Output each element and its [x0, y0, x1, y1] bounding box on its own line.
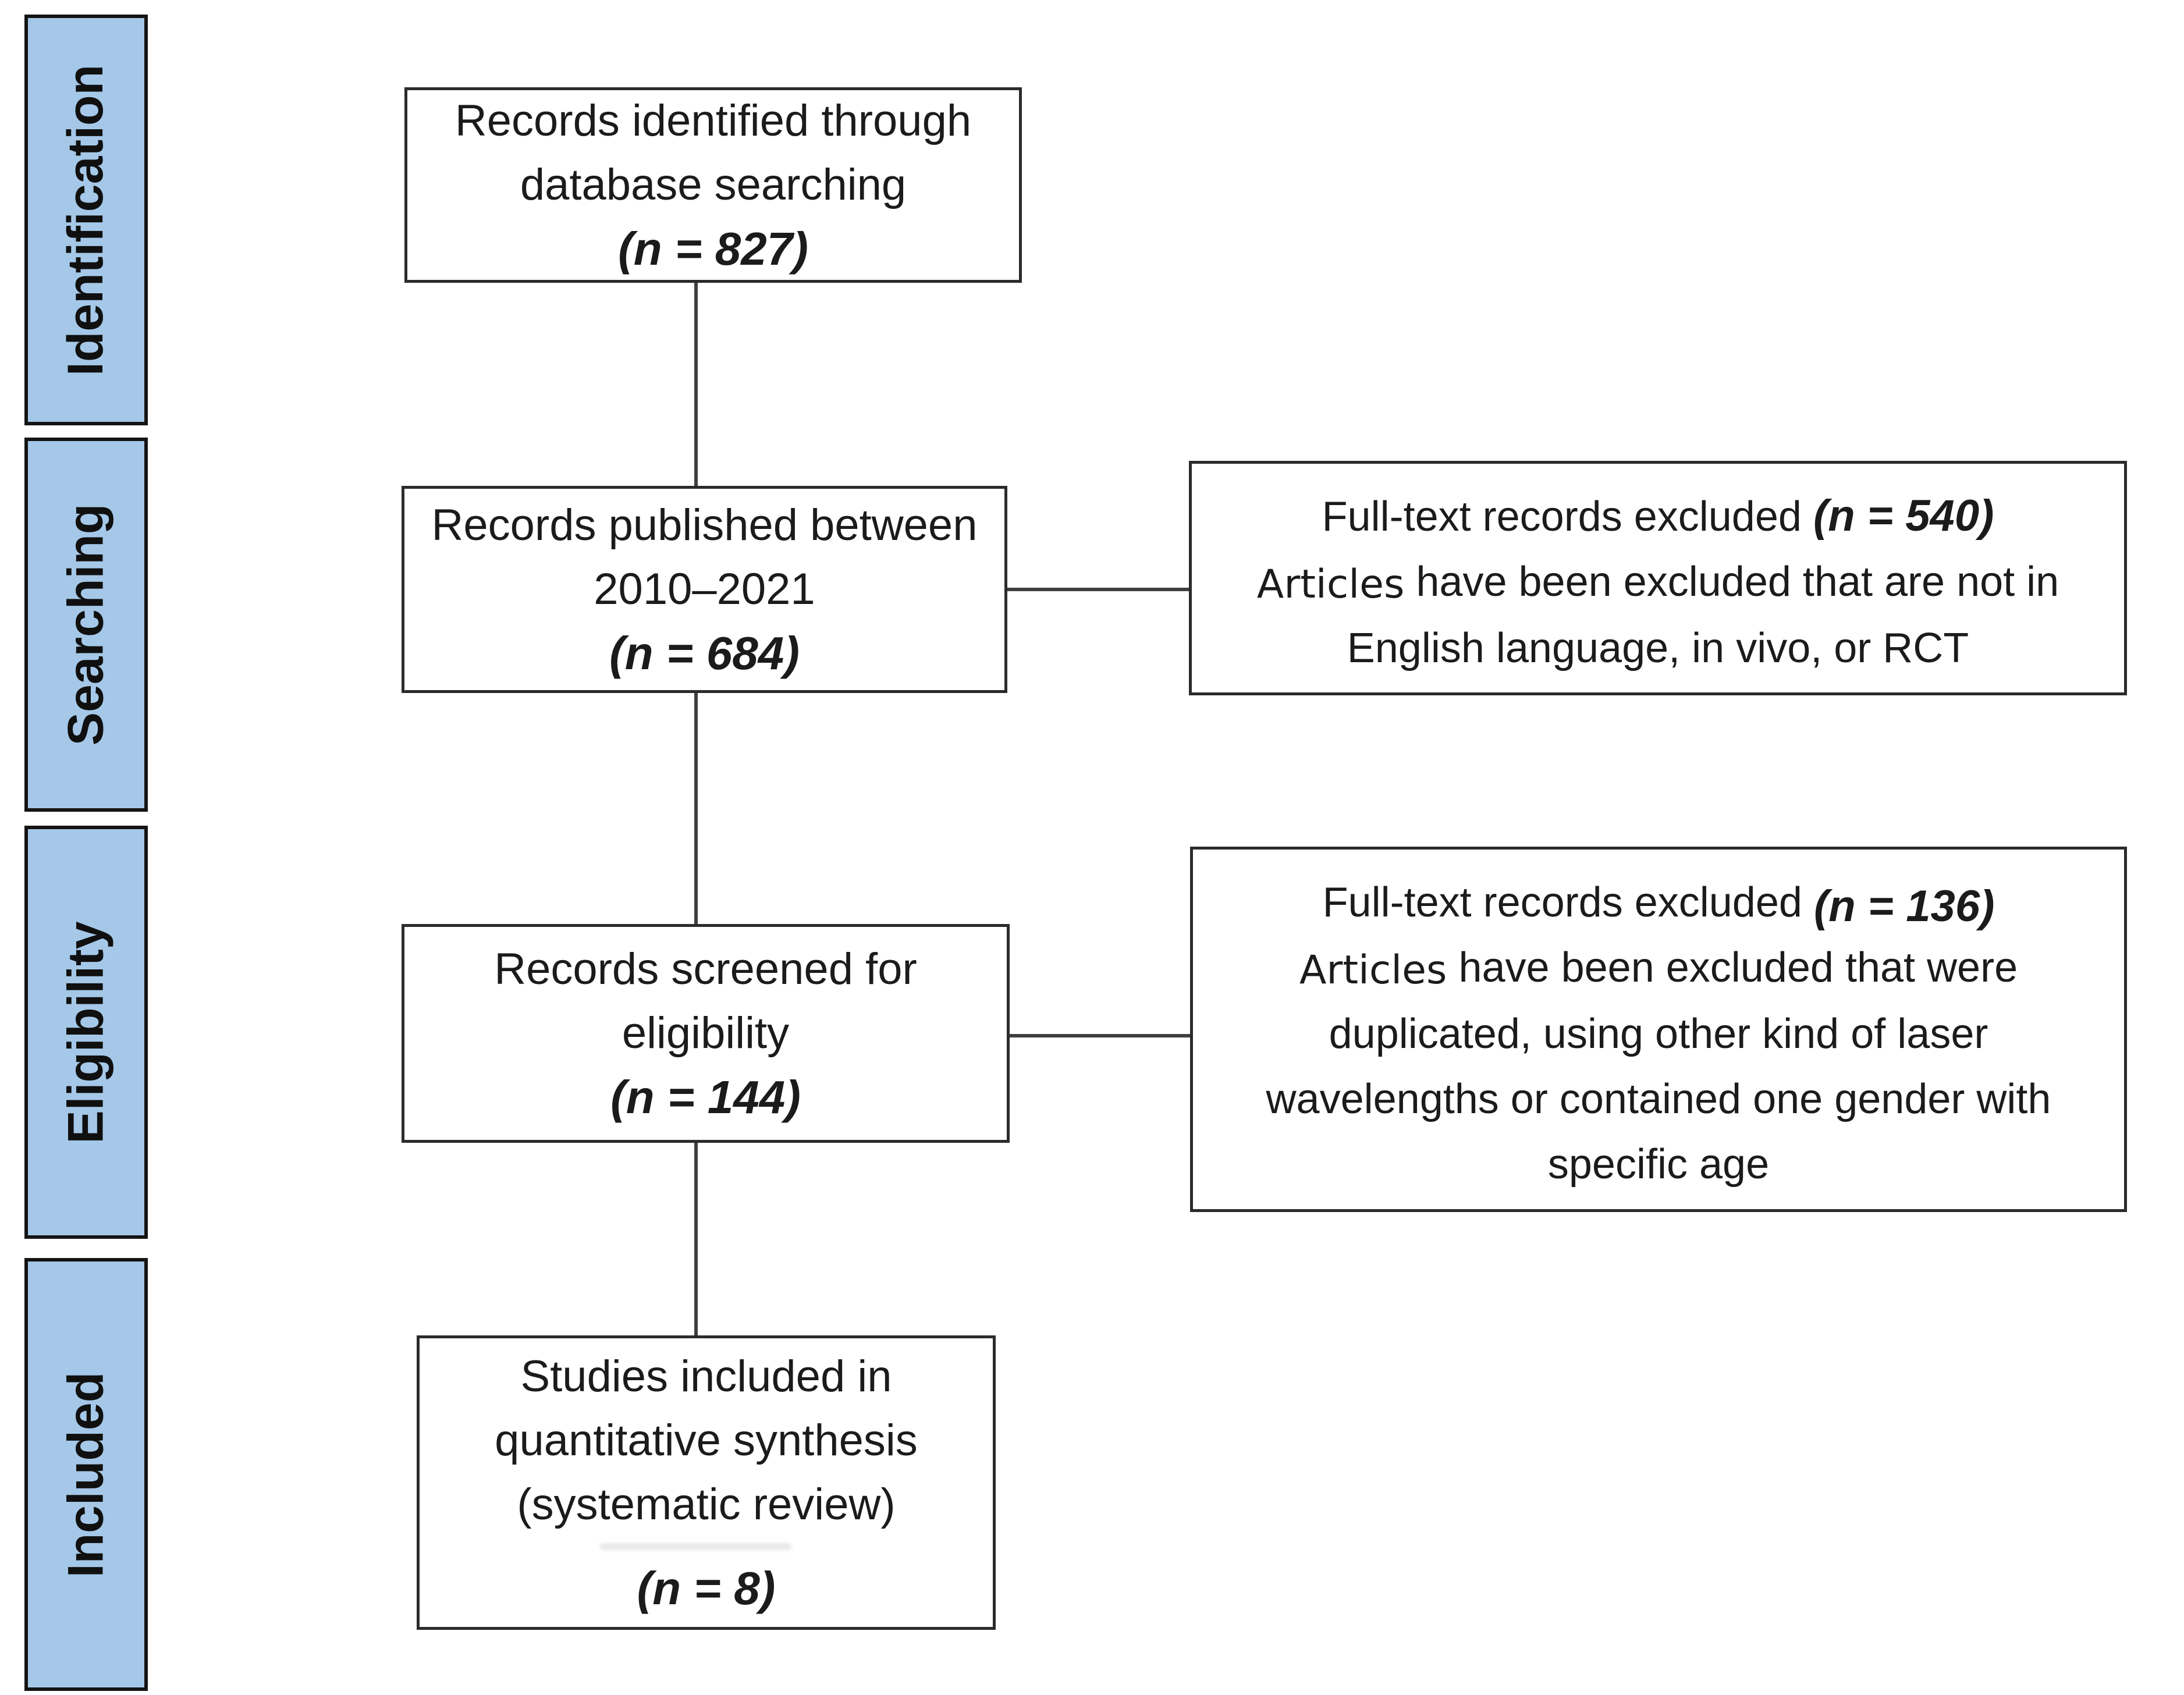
stage-included: Included — [24, 1258, 148, 1691]
excluded-540-count: (n = 540) — [1813, 491, 1994, 541]
excluded-136-reason-line1: Articles have been excluded that were — [1193, 935, 2124, 1001]
excluded-136-reason-line2: duplicated, using other kind of laser — [1329, 1011, 1988, 1057]
connector-published-to-screened — [694, 692, 698, 925]
stage-included-label: Included — [58, 1371, 114, 1577]
connector-published-to-excluded-540 — [1006, 588, 1190, 591]
box-records-identified-line2: database searching — [520, 160, 907, 209]
excluded-136-title-line: Full-text records excluded (n = 136) — [1193, 869, 2124, 935]
excluded-136-reason-rest: have been excluded that were — [1447, 944, 2018, 991]
stage-identification-label: Identification — [58, 64, 114, 376]
box-records-identified-count: (n = 827) — [618, 223, 808, 275]
box-records-published-line2: 2010–2021 — [594, 564, 815, 614]
box-records-published-count: (n = 684) — [609, 627, 800, 679]
stage-eligibility: Eligibility — [24, 826, 148, 1239]
box-records-screened-line2: eligibility — [622, 1008, 790, 1058]
excluded-136-reason-line3: wavelengths or contained one gender with — [1266, 1076, 2051, 1122]
excluded-136-lead-word: Articles — [1299, 947, 1447, 993]
excluded-540-reason-line1: Articles have been excluded that are not… — [1192, 549, 2124, 616]
connector-screened-to-excluded-136 — [1008, 1034, 1191, 1037]
excluded-540-reason-rest: have been excluded that are not in — [1404, 559, 2059, 605]
erased-text-artifact — [599, 1543, 791, 1550]
box-records-screened: Records screened for eligibility (n = 14… — [402, 924, 1010, 1143]
box-records-published: Records published between 2010–2021 (n =… — [402, 486, 1007, 693]
excluded-136-count: (n = 136) — [1813, 882, 1995, 931]
excluded-136-reason-line4: specific age — [1547, 1141, 1770, 1188]
box-fulltext-excluded-540: Full-text records excluded (n = 540) Art… — [1189, 461, 2127, 695]
box-records-screened-count: (n = 144) — [610, 1071, 801, 1123]
box-records-published-line1: Records published between — [431, 500, 978, 550]
excluded-136-title: Full-text records excluded — [1322, 879, 1802, 926]
excluded-540-title-line: Full-text records excluded (n = 540) — [1192, 484, 2124, 549]
box-records-identified: Records identified through database sear… — [404, 87, 1022, 283]
excluded-540-reason-line2: English language, in vivo, or RCT — [1347, 625, 1969, 671]
box-records-screened-line1: Records screened for — [494, 944, 917, 994]
box-studies-included-count: (n = 8) — [637, 1562, 776, 1614]
stage-identification: Identification — [24, 15, 148, 425]
stage-eligibility-label: Eligibility — [58, 921, 114, 1144]
box-studies-included-line1: Studies included in — [520, 1352, 892, 1401]
stage-searching: Searching — [24, 438, 148, 812]
box-studies-included: Studies included in quantitative synthes… — [417, 1335, 996, 1630]
connector-screened-to-included — [694, 1142, 698, 1337]
connector-identified-to-published — [694, 282, 698, 487]
box-fulltext-excluded-136: Full-text records excluded (n = 136) Art… — [1190, 847, 2127, 1212]
box-studies-included-line3: (systematic review) — [517, 1480, 896, 1529]
excluded-540-title: Full-text records excluded — [1322, 493, 1802, 540]
box-studies-included-line2: quantitative synthesis — [495, 1416, 918, 1465]
box-records-identified-line1: Records identified through — [454, 96, 972, 145]
excluded-540-lead-word: Articles — [1256, 562, 1405, 607]
stage-searching-label: Searching — [58, 503, 114, 746]
